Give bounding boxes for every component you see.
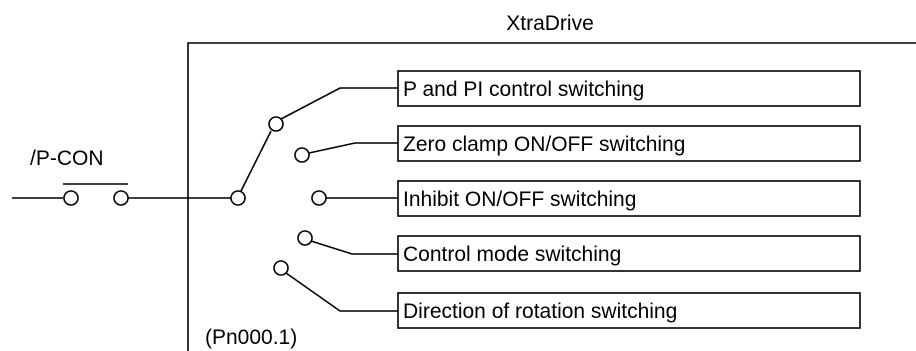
function-box-p-pi-control: [397, 70, 861, 107]
selector-position-5-terminal: [273, 260, 289, 276]
input-signal-label: /P-CON: [30, 147, 104, 170]
function-box-inhibit: [397, 180, 861, 217]
function-label-p-pi-control: P and PI control switching: [403, 78, 644, 101]
function-box-zero-clamp: [397, 125, 861, 162]
selector-position-4-wire: [310, 240, 398, 255]
function-box-control-mode: [397, 235, 861, 272]
function-label-direction: Direction of rotation switching: [403, 300, 677, 323]
selector-arm: [240, 130, 272, 192]
contact-terminal-left: [63, 190, 79, 206]
selector-position-3-terminal: [311, 190, 327, 206]
parameter-label: (Pn000.1): [205, 326, 297, 349]
selector-position-1-wire: [280, 87, 398, 120]
selector-position-1-terminal: [268, 116, 284, 132]
function-label-control-mode: Control mode switching: [403, 243, 621, 266]
contact-terminal-right: [113, 190, 129, 206]
function-label-inhibit: Inhibit ON/OFF switching: [403, 188, 636, 211]
enclosure-title: XtraDrive: [506, 12, 594, 35]
selector-position-4-terminal: [297, 230, 313, 246]
function-box-direction: [397, 292, 861, 329]
selector-position-2-terminal: [294, 147, 310, 163]
function-label-zero-clamp: Zero clamp ON/OFF switching: [403, 133, 685, 156]
selector-common-terminal: [230, 190, 246, 206]
selector-position-2-wire: [308, 142, 398, 154]
enclosure-border: [187, 42, 916, 351]
selector-position-5-wire: [285, 272, 398, 312]
